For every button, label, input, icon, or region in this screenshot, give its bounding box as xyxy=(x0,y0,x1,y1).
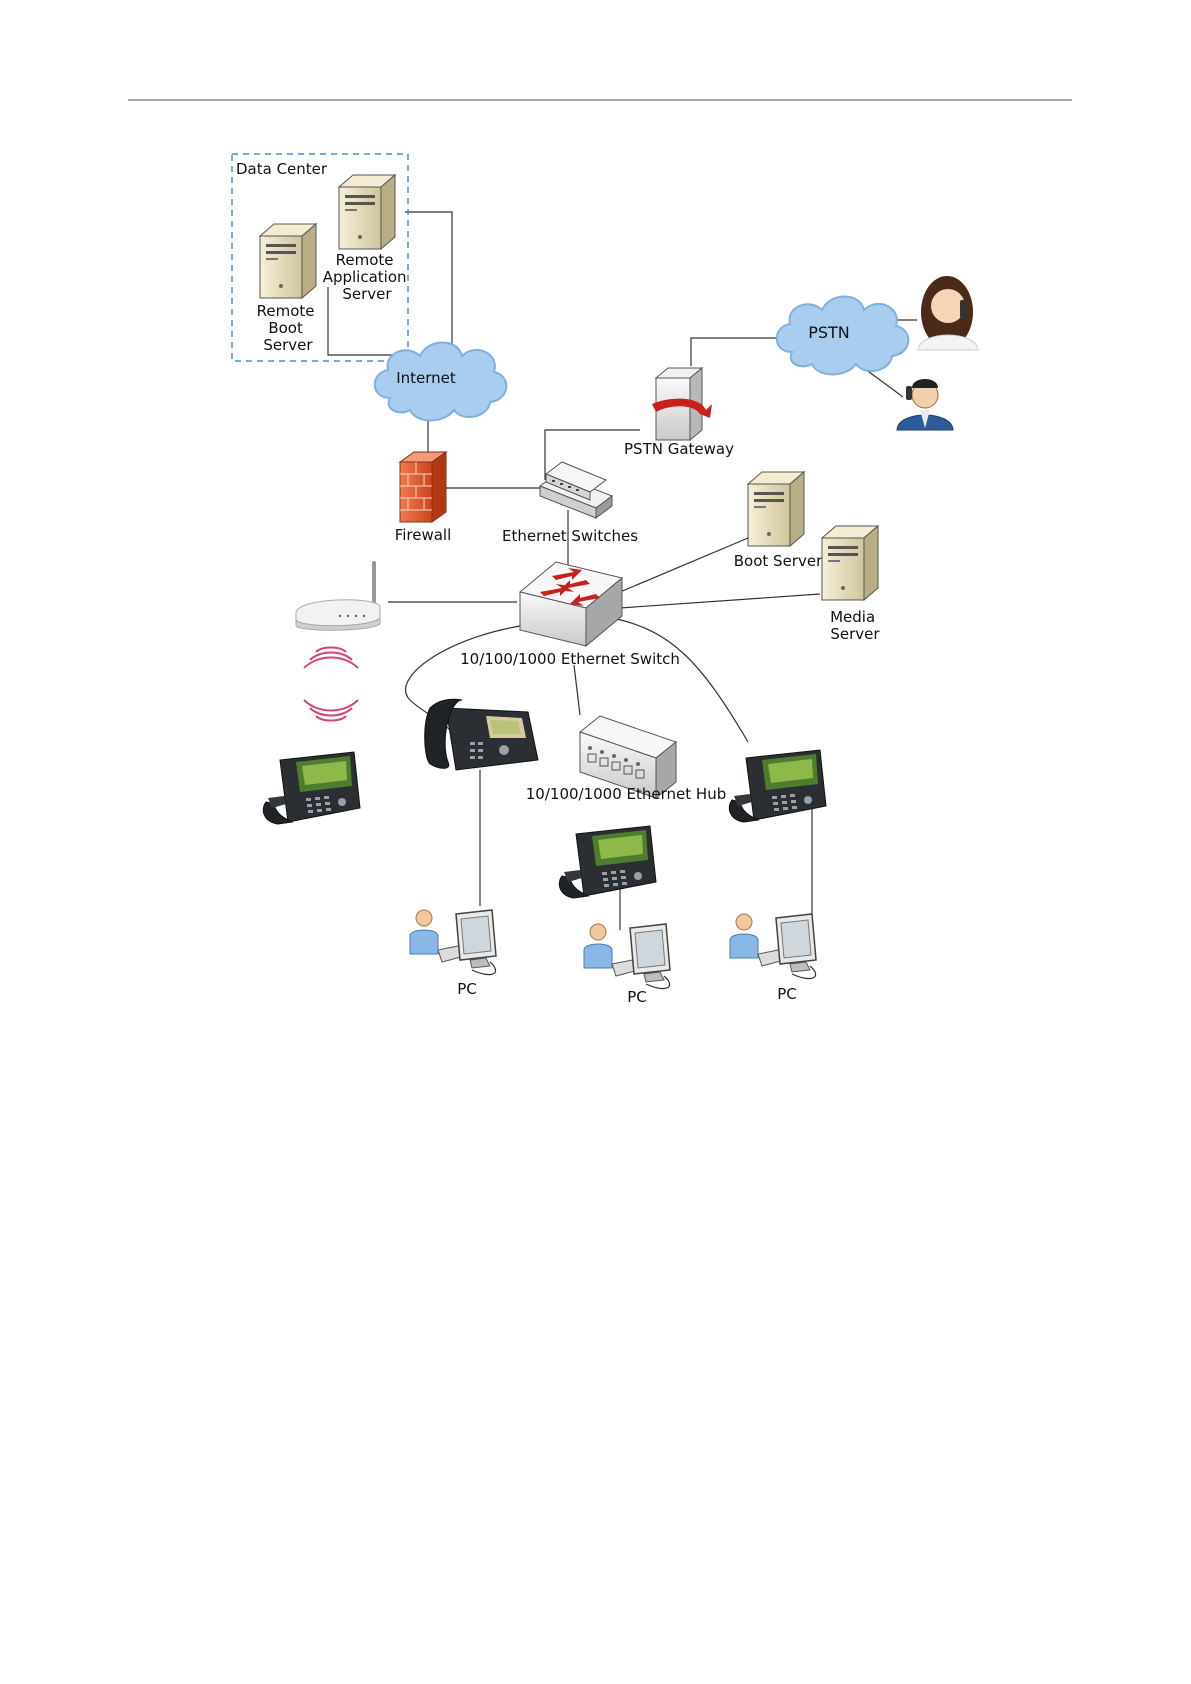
caller-person-icon xyxy=(918,276,978,350)
wireless-router-icon xyxy=(296,563,380,630)
pstn-label: PSTN xyxy=(808,323,850,342)
firewall-label: Firewall xyxy=(395,526,452,544)
brick-firewall-icon xyxy=(400,452,446,522)
server-tower-icon xyxy=(339,175,395,249)
server-tower-icon xyxy=(748,472,804,546)
server-tower-icon xyxy=(260,224,316,298)
link-main-switch-hub xyxy=(574,665,580,715)
user-workstation-icon xyxy=(584,924,670,989)
network-switch-icon xyxy=(540,462,612,518)
remote-app-server-label: Remote Application Server xyxy=(323,251,412,303)
user-workstation-icon xyxy=(410,910,496,975)
network-switch-icon xyxy=(520,562,622,646)
internet-label: Internet xyxy=(396,369,456,387)
remote-boot-server-label: Remote Boot Server xyxy=(257,302,320,354)
link-gateway-pstn xyxy=(691,338,778,366)
main-switch-label: 10/100/1000 Ethernet Switch xyxy=(460,650,680,668)
link-app-server-internet xyxy=(405,212,452,346)
wifi-signal-icon xyxy=(304,648,358,721)
link-main-switch-media-server xyxy=(620,594,820,608)
link-main-switch-boot-server xyxy=(620,538,748,592)
ethernet-hub-label: 10/100/1000 Ethernet Hub xyxy=(526,785,726,803)
caller-person-icon xyxy=(897,379,953,430)
ip-phone-icon xyxy=(263,752,360,824)
data-center-label: Data Center xyxy=(236,160,328,178)
pc-right-label: PC xyxy=(777,985,797,1003)
pstn-gateway-icon xyxy=(652,368,712,440)
media-server-label: Media Server xyxy=(830,608,880,643)
user-workstation-icon xyxy=(730,914,816,979)
link-main-switch-phone-right xyxy=(612,618,748,742)
pc-left-label: PC xyxy=(457,980,477,998)
server-tower-icon xyxy=(822,526,878,600)
pc-middle-label: PC xyxy=(627,988,647,1006)
boot-server-label: Boot Server xyxy=(734,552,823,570)
ip-phone-icon xyxy=(559,826,656,898)
pstn-gateway-label: PSTN Gateway xyxy=(624,440,734,458)
ip-phone-icon xyxy=(425,699,538,770)
ethernet-switches-label: Ethernet Switches xyxy=(502,527,638,545)
